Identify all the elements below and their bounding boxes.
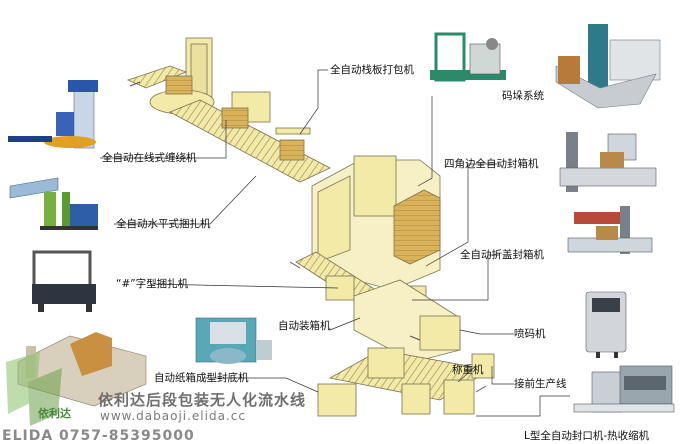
palletizer-photo (555, 24, 661, 109)
carton-erector-frame (317, 383, 357, 417)
pallet-strapper-photo (430, 32, 506, 82)
label-pallet-strapper: 全自动栈板打包机 (330, 64, 414, 76)
case-packer-photo (195, 317, 272, 364)
label-four-corner-sealer: 四角边全自动封箱机 (444, 158, 539, 170)
pallet-box-2 (279, 139, 305, 161)
palletizer-stack (393, 189, 441, 265)
pallet-box-1 (221, 107, 249, 129)
label-inkjet-coder: 喷码机 (514, 328, 546, 340)
label-horizontal-strapper: 全自动水平式捆扎机 (116, 218, 211, 230)
inkjet-coder-photo (585, 291, 627, 358)
watermark-company-line: 依利达后段包装无人化流水线 (98, 391, 307, 409)
leader-lines (100, 69, 570, 417)
l-sealer-shrink-photo (573, 365, 675, 413)
four-corner-sealer-photo (559, 132, 657, 192)
watermark-logo-text: 依利达 (38, 407, 71, 420)
label-l-sealer-shrink: L型全自动封口机-热收缩机 (524, 430, 650, 442)
production-line-diagram (126, 37, 495, 417)
label-checkweigher: 称重机 (452, 364, 484, 376)
flow-arrows (129, 81, 487, 393)
top-conveyor (126, 65, 188, 89)
label-hash-strapper: “#”字型捆扎机 (116, 278, 189, 290)
box-on-wrapper (165, 75, 193, 95)
checkweigher-frame (443, 379, 475, 415)
label-carton-erector: 自动纸箱成型封底机 (154, 372, 249, 384)
label-flap-sealer: 全自动折盖封箱机 (460, 249, 544, 261)
label-case-packer: 自动装箱机 (278, 320, 331, 332)
main-diagonal-conveyor (169, 99, 331, 183)
elida-logo-mark (6, 352, 62, 426)
inline-wrapper-photo (8, 80, 98, 149)
horizontal-strapper-photo (9, 177, 98, 230)
watermark-url-line: www.dabaoji.elida.cc (100, 409, 246, 423)
label-palletizer: 码垛系统 (502, 90, 544, 102)
flap-sealer-photo (567, 206, 653, 254)
label-inline-wrapper: 全自动在线式缠绕机 (102, 152, 197, 164)
watermark-phone-line: ELIDA 0757-85395000 (2, 428, 195, 444)
hash-strapper-photo (32, 250, 96, 312)
label-connect-line: 接前生产线 (514, 378, 567, 390)
